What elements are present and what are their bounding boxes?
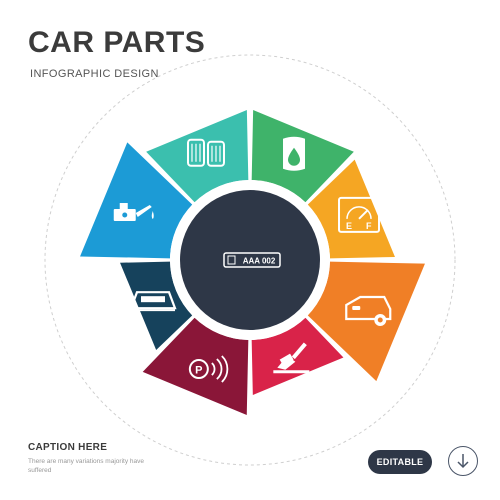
car-roof-icon [129, 291, 177, 312]
segment-brake-pedal [251, 317, 344, 395]
caption-title: CAPTION HERE [28, 442, 108, 453]
page-title: CAR PARTS [28, 26, 206, 59]
icons-group: E F P [113, 136, 392, 383]
segment-car-door [307, 261, 425, 382]
parking-sensor-icon: P [188, 355, 229, 383]
plate-text: AAA 002 [243, 257, 276, 266]
oil-can-icon [113, 203, 154, 222]
download-button[interactable] [448, 446, 478, 476]
arrow-down-icon [457, 454, 469, 469]
segment-oil-can [80, 142, 193, 259]
svg-text:P: P [195, 365, 202, 377]
oil-filters-icon [186, 138, 225, 167]
svg-text:E: E [346, 221, 352, 231]
brake-pedal-icon [273, 342, 310, 374]
svg-text:F: F [366, 221, 372, 231]
segment-parking-sensor [142, 317, 249, 415]
center-circle [180, 190, 320, 330]
segment-oil-filters [146, 110, 249, 203]
segment-car-roof [120, 261, 193, 350]
car-door-icon [345, 295, 392, 326]
editable-button-label: EDITABLE [376, 457, 424, 467]
oil-barrel-icon [283, 136, 306, 171]
license-plate-icon: AAA 002 [223, 252, 281, 268]
dashed-ring [44, 54, 456, 466]
page-subtitle: INFOGRAPHIC DESIGN [30, 68, 159, 80]
fuel-gauge-icon: E F [338, 196, 381, 233]
caption-body: There are many variations majority have … [28, 458, 144, 474]
editable-button[interactable]: EDITABLE [368, 450, 432, 474]
